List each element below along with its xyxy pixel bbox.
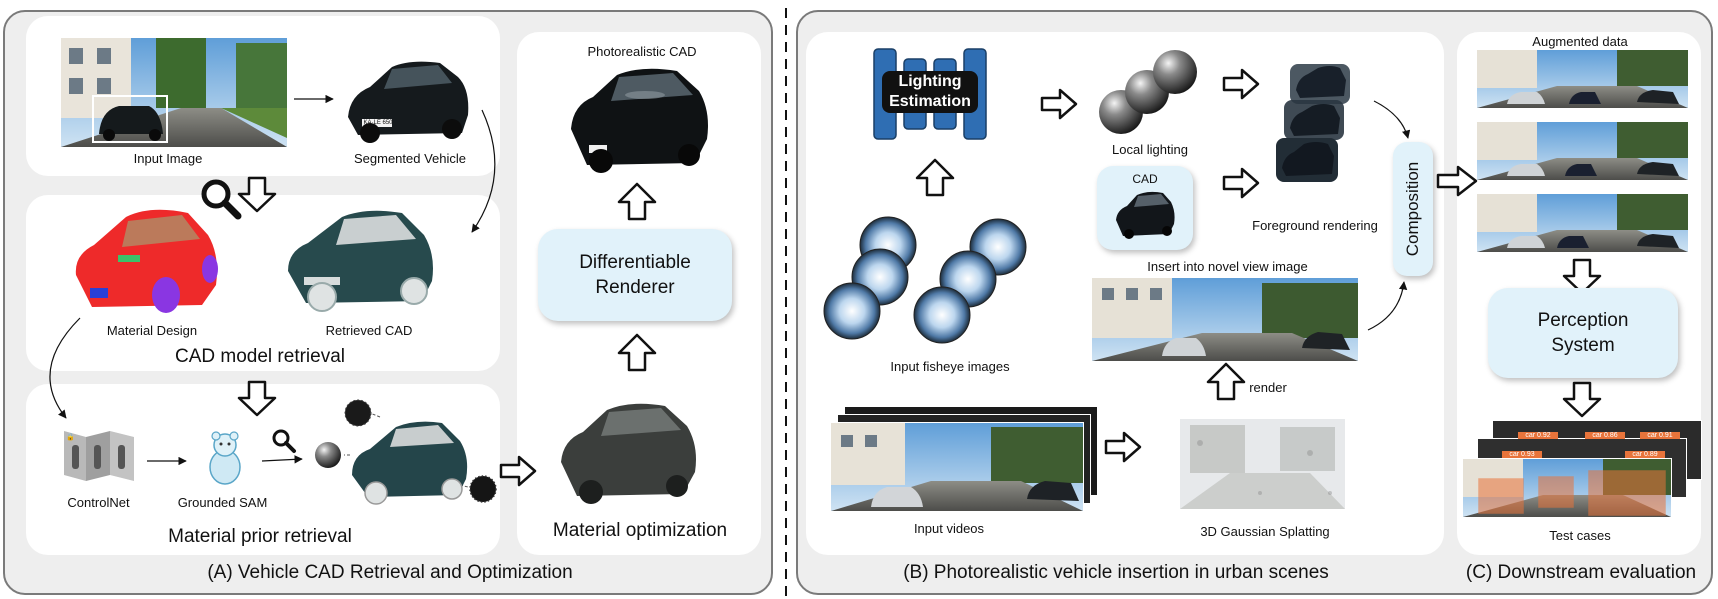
det-label-3: car 0.91 [1640,432,1680,439]
local-lighting-spheres [1099,50,1197,134]
perception-to-tests-arrow [1562,381,1602,418]
lighting-to-foreground-arrow [1222,68,1260,100]
video-frame-front [830,422,1084,512]
material-optimization-car-image [561,403,696,504]
panel-c-caption: (C) Downstream evaluation [1465,562,1697,583]
up-arrow-top-icon [617,182,657,221]
gaussian-splatting-label: 3D Gaussian Splatting [1200,524,1330,539]
composition-box [1393,142,1433,276]
novel-view-to-composition-arrow [1367,281,1408,331]
sam-to-spheres-arrow [261,455,303,464]
prior-to-optimization-arrow [499,455,537,487]
videos-to-gaussian-arrow [1104,431,1142,463]
input-videos-stack [830,406,1100,512]
cad-to-foreground-arrow [1222,167,1260,199]
fisheye-to-network-arrow [915,158,955,197]
cad-model-retrieval-title: CAD model retrieval [175,346,345,367]
foreground-rendering-label: Foreground rendering [1252,218,1378,233]
det-label-1: car 0.92 [1518,432,1558,439]
magnifier-icon [201,179,242,220]
perception-line-2: System [1551,335,1615,356]
small-magnifier-icon [272,429,296,453]
renderer-line-1: Differentiable [579,252,691,273]
plate-text: KA·LE 650 [363,120,393,126]
foreground-rendering-stack [1276,62,1366,182]
render-up-arrow [1206,362,1246,401]
det-label-2: car 0.86 [1585,432,1625,439]
gaussian-splatting-image [1160,413,1365,519]
grounded-sam-icon [209,431,241,485]
test-frame-front [1462,458,1672,518]
input-image-thumbnail [61,38,287,147]
lighting-line-2: Estimation [889,93,971,110]
foreground-to-composition-arrow [1373,100,1411,139]
svg-text:🔒: 🔒 [66,433,75,441]
segmented-vehicle-image [348,61,469,143]
cad-box-label: CAD [1132,172,1158,186]
perception-line-1: Perception [1537,310,1629,331]
retrieved-cad-image [288,210,433,312]
photorealistic-cad-label: Photorealistic CAD [587,44,697,59]
novel-view-image [1092,278,1358,361]
lighting-line-1: Lighting [898,73,962,90]
grounded-sam-label: Grounded SAM [177,495,268,510]
augmented-data-label: Augmented data [1532,34,1628,49]
insert-novel-view-label: Insert into novel view image [1147,259,1308,274]
controlnet-label: ControlNet [67,495,130,510]
augmented-to-perception-arrow [1562,258,1602,295]
segmented-vehicle-label: Segmented Vehicle [353,151,467,166]
composition-to-augmented-arrow [1436,165,1478,197]
composition-label: Composition [1403,161,1422,257]
controlnet-to-sam-arrow [147,456,187,466]
design-to-controlnet-arrow [49,317,81,419]
renderer-line-2: Renderer [595,277,675,298]
up-arrow-bottom-icon [617,333,657,372]
augmented-image-2 [1477,122,1688,180]
render-label: render [1249,380,1287,395]
material-prior-retrieval-title: Material prior retrieval [168,526,352,547]
input-to-segmented-arrow [294,94,334,104]
down-arrow-prior-icon [237,380,277,417]
lighting-estimation-network [873,48,987,140]
material-optimization-title: Material optimization [552,520,728,541]
differentiable-renderer-box: Differentiable Renderer [538,229,732,321]
augmented-image-3 [1477,194,1688,252]
network-to-lighting-arrow [1040,88,1078,120]
det-label-4: car 0.93 [1502,451,1542,458]
local-lighting-label: Local lighting [1112,142,1188,157]
perception-system-box: Perception System [1488,288,1678,378]
retrieved-cad-label: Retrieved CAD [325,323,413,338]
panel-a-caption: (A) Vehicle CAD Retrieval and Optimizati… [207,562,573,583]
down-arrow-retrieval-icon [237,176,277,213]
input-image-label: Input Image [133,151,203,166]
input-fisheye-label: Input fisheye images [890,359,1010,374]
segmented-to-retrieved-arrow [471,109,496,233]
cad-box-car [1116,191,1175,239]
panel-b-caption: (B) Photorealistic vehicle insertion in … [903,562,1329,583]
material-prior-spheres [315,399,497,505]
det-label-5: car 0.89 [1625,451,1665,458]
photorealistic-cad-image [571,68,708,173]
augmented-image-1 [1477,50,1688,108]
material-design-car-image [75,209,218,313]
material-design-label: Material Design [106,323,198,338]
input-videos-label: Input videos [913,521,985,536]
test-cases-stack [1462,420,1702,520]
controlnet-icon: 🔒 [64,431,134,481]
test-cases-label: Test cases [1549,528,1611,543]
fisheye-images [823,216,1027,344]
